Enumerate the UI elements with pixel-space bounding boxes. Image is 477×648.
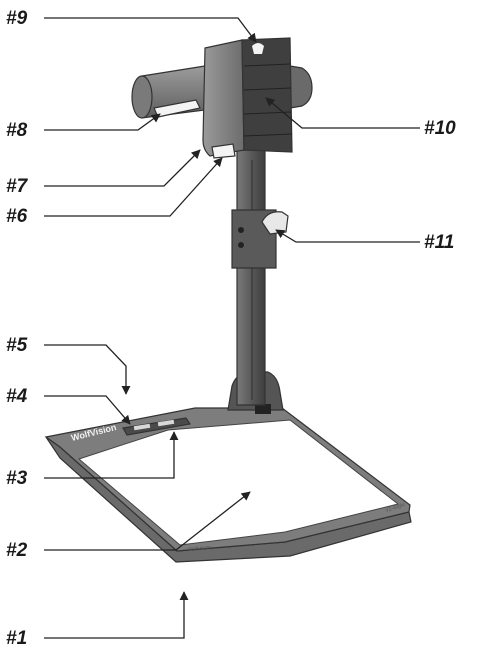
- leader-7: [44, 149, 201, 187]
- control-button-right: [157, 419, 175, 427]
- head-top-indicator: [252, 43, 264, 54]
- leader-11: [275, 229, 420, 243]
- callout-3: #3: [6, 468, 28, 489]
- callout-4: #4: [6, 386, 28, 407]
- leader-3: [44, 431, 179, 479]
- device-illustration: WolfVision VZ-8light WolfVision: [44, 37, 412, 563]
- leader-1: [44, 591, 189, 639]
- arm-left-cap: [131, 75, 153, 119]
- callout-7: #7: [6, 176, 29, 197]
- head-rib-1: [243, 63, 291, 67]
- callout-9: #9: [6, 8, 28, 29]
- leader-6: [44, 157, 223, 217]
- arm-right: [289, 65, 313, 109]
- callout-labels: #9 #8 #10 #7 #6 #11 #5 #4 #3 #2 #1: [6, 8, 456, 648]
- callout-2: #2: [6, 540, 28, 561]
- head-bottom-light: [211, 143, 236, 159]
- leader-10: [265, 97, 420, 129]
- callout-11: #11: [424, 232, 454, 253]
- sleeve-screw-bottom: [238, 242, 244, 248]
- callout-1: #1: [6, 628, 27, 648]
- camera-head-side: [202, 39, 245, 157]
- control-button-left: [133, 423, 151, 431]
- leader-8: [44, 113, 161, 131]
- column: [236, 149, 266, 406]
- leader-5: [44, 344, 131, 395]
- callout-6: #6: [6, 206, 28, 227]
- leader-4: [44, 395, 131, 425]
- head-rib-2: [243, 87, 292, 91]
- column-foot-slot: [255, 404, 271, 414]
- height-lock-lever: [261, 211, 289, 235]
- callout-10: #10: [424, 118, 456, 139]
- sleeve-screw-top: [238, 227, 244, 233]
- working-surface: [77, 419, 400, 546]
- leader-lines: [44, 17, 420, 639]
- leader-2: [44, 491, 251, 551]
- callout-8: #8: [6, 120, 28, 141]
- front-lettering: WolfVision: [188, 545, 212, 553]
- callout-5: #5: [6, 335, 28, 356]
- leader-9: [44, 17, 257, 43]
- head-rib-4: [243, 133, 293, 137]
- camera-head-front: [241, 37, 293, 153]
